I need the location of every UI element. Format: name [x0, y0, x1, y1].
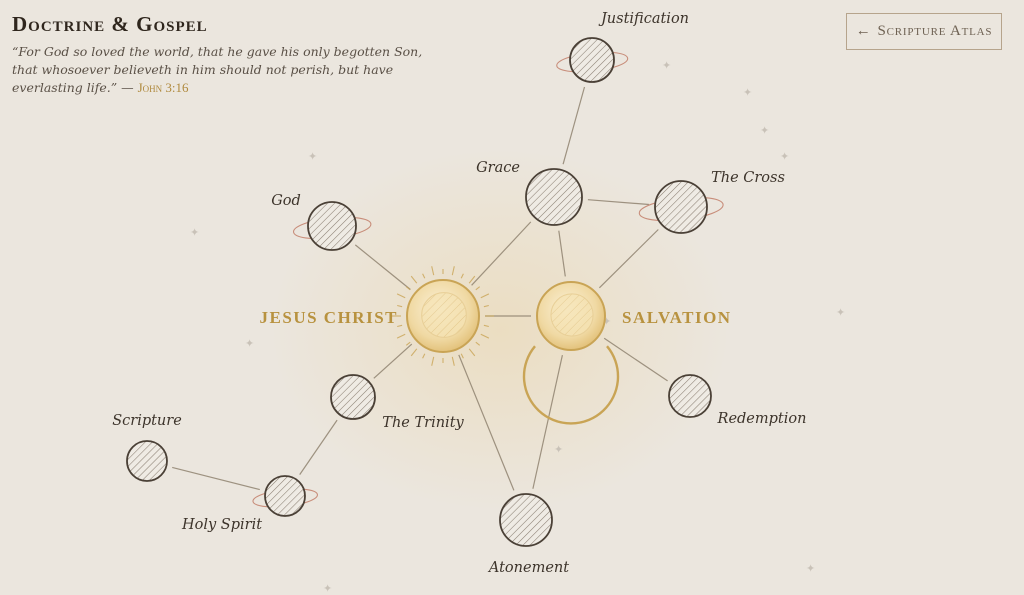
scripture-quote: “For God so loved the world, that he gav… [12, 43, 432, 97]
planet-icon [264, 475, 306, 517]
svg-text:✦: ✦ [806, 562, 815, 575]
edge-salvation-grace [558, 230, 566, 277]
svg-text:✦: ✦ [743, 86, 752, 99]
node-redemption[interactable]: Redemption [668, 374, 807, 427]
planet-icon [499, 493, 553, 547]
hub-core-icon [421, 292, 467, 338]
planet-icon [307, 201, 357, 251]
planet-icon [668, 374, 712, 418]
svg-text:✦: ✦ [554, 443, 563, 456]
hub-core-icon [550, 293, 594, 337]
sun-rays-icon [392, 266, 494, 366]
node-holy-spirit[interactable]: Holy Spirit [181, 475, 318, 533]
node-label-salvation: SALVATION [622, 308, 732, 327]
node-the-cross[interactable]: The Cross [638, 170, 785, 234]
svg-text:✦: ✦ [323, 582, 332, 595]
svg-text:✦: ✦ [760, 124, 769, 137]
edge-salvation-the-cross [598, 229, 659, 289]
svg-text:✦: ✦ [836, 306, 845, 319]
svg-text:✦: ✦ [190, 226, 199, 239]
scripture-atlas-label: Scripture Atlas [877, 23, 993, 39]
node-jesus-christ[interactable]: JESUS CHRIST [260, 266, 494, 366]
edge-jesus-christ-the-trinity [373, 343, 413, 379]
edge-holy-spirit-scripture [172, 466, 260, 491]
stars: ✦ ✦ ✦ ✦ ✦ ✦ ✦ ✦ ✦ ✦ ✦ ✦ [190, 59, 845, 595]
planet-icon [525, 168, 583, 226]
page-title: Doctrine & Gospel [12, 12, 208, 36]
arrow-left-icon: ← [855, 23, 872, 39]
planet-icon [330, 374, 376, 420]
node-label-the-cross: The Cross [711, 170, 785, 186]
node-label-grace: Grace [476, 160, 520, 176]
quote-dash: — [117, 80, 138, 95]
edge-jesus-christ-grace [471, 221, 532, 286]
svg-text:✦: ✦ [602, 315, 611, 328]
node-label-jesus-christ: JESUS CHRIST [260, 308, 398, 327]
scripture-atlas-button[interactable]: ← Scripture Atlas [846, 13, 1002, 50]
node-label-scripture: Scripture [112, 413, 182, 429]
edge-salvation-redemption [603, 337, 668, 382]
edge-grace-justification [562, 86, 586, 165]
svg-text:✦: ✦ [308, 150, 317, 163]
edge-jesus-christ-atonement [458, 354, 515, 491]
header: Doctrine & Gospel “For God so loved the … [12, 12, 432, 97]
node-label-redemption: Redemption [717, 411, 807, 427]
planet-icon [654, 180, 708, 234]
node-label-justification: Justification [598, 11, 689, 27]
quote-text: “For God so loved the world, that he gav… [12, 44, 423, 95]
node-salvation[interactable]: SALVATION [522, 281, 732, 425]
edge-salvation-atonement [532, 354, 563, 489]
node-grace[interactable]: Grace [476, 160, 583, 226]
node-scripture[interactable]: Scripture [112, 413, 182, 482]
planet-icon [569, 37, 615, 83]
svg-text:✦: ✦ [780, 150, 789, 163]
node-label-atonement: Atonement [487, 560, 569, 576]
node-label-god: God [271, 193, 301, 209]
planet-icon [126, 440, 168, 482]
node-justification[interactable]: Justification [556, 11, 689, 83]
edge-grace-the-cross [587, 199, 650, 206]
connections [172, 86, 668, 491]
nodes: JESUS CHRIST SALVATION JustificationGraceT… [112, 11, 806, 576]
edge-the-trinity-holy-spirit [299, 419, 338, 475]
svg-text:✦: ✦ [662, 59, 671, 72]
orbit-arc-icon [522, 345, 620, 425]
node-label-holy-spirit: Holy Spirit [181, 517, 262, 533]
node-atonement[interactable]: Atonement [487, 493, 569, 576]
svg-text:✦: ✦ [245, 337, 254, 350]
node-label-the-trinity: The Trinity [382, 415, 464, 431]
quote-reference: John 3:16 [137, 80, 189, 95]
edge-jesus-christ-god [354, 244, 411, 290]
node-the-trinity[interactable]: The Trinity [330, 374, 465, 431]
node-god[interactable]: God [271, 193, 372, 251]
